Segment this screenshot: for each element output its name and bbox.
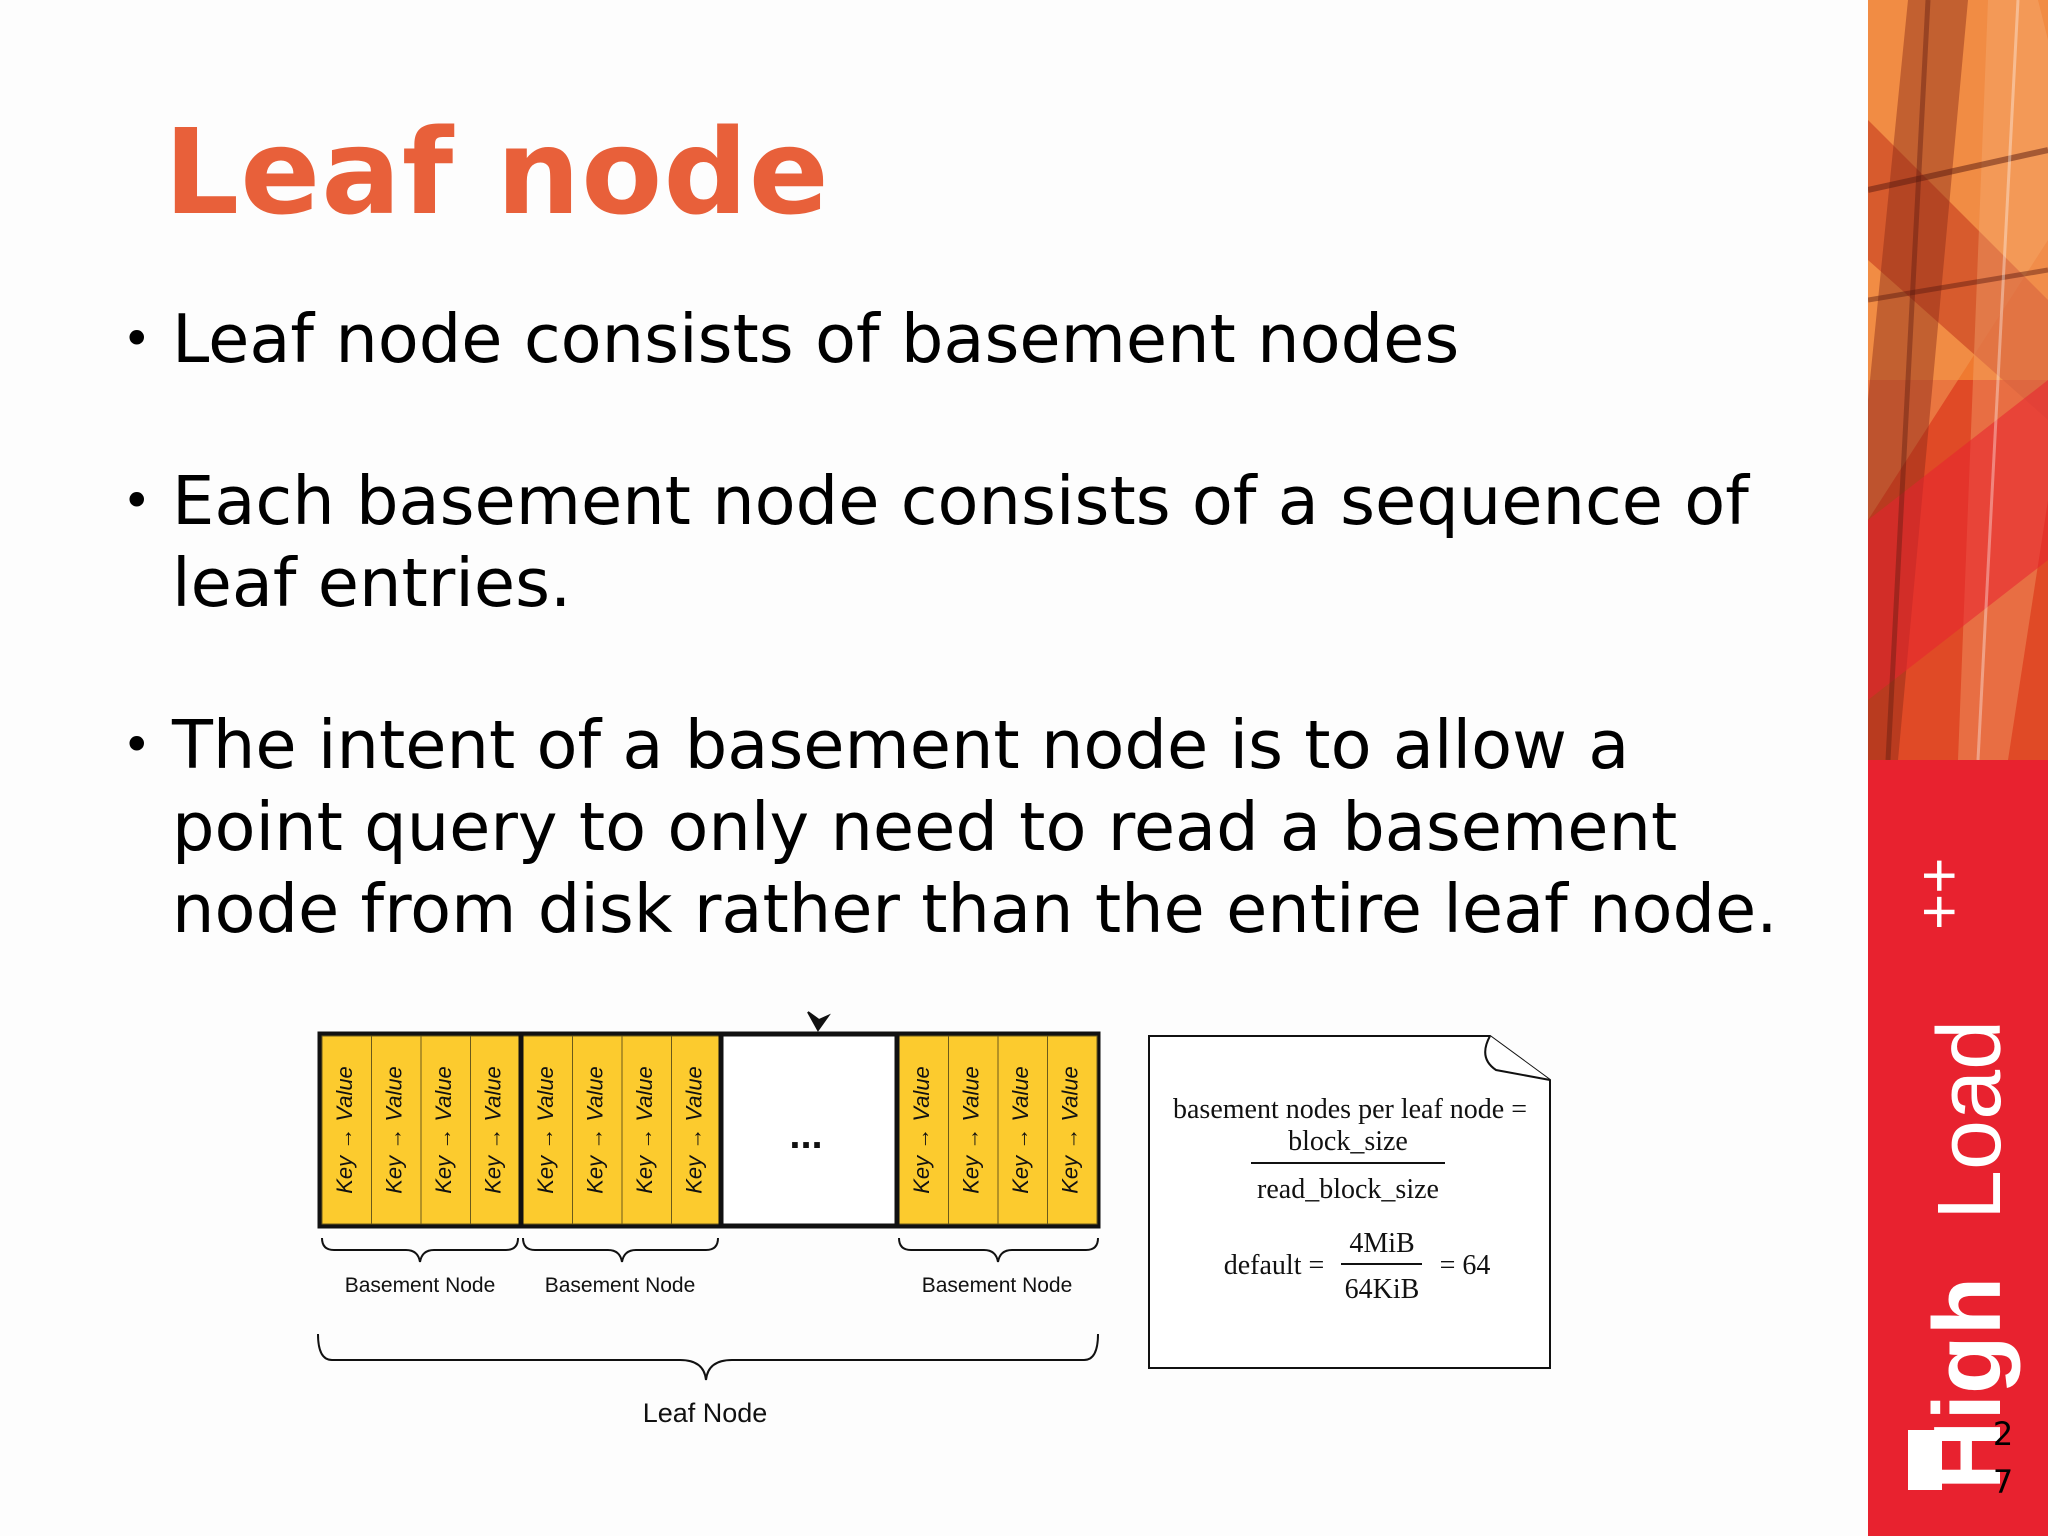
bullet-line: node from disk rather than the entire le… (172, 870, 1778, 948)
leaf-entry-label: Key → Value (1008, 1066, 1033, 1194)
brand-logo-icon (1908, 1430, 1942, 1490)
bullet-line: The intent of a basement node is to allo… (172, 706, 1630, 784)
default-numerator: 4MiB (1349, 1228, 1414, 1259)
basement-brace (321, 1237, 519, 1263)
leaf-node-diagram: Key → Value Key → Value Key → Value Key → V… (317, 1011, 1551, 1428)
bullet-line: point query to only need to read a basem… (172, 788, 1678, 866)
leaf-entry-cell (621, 1035, 672, 1225)
formula-numerator: block_size (1288, 1126, 1408, 1157)
leaf-entry-label: Key → Value (382, 1066, 407, 1194)
basement-node-label: Basement Node (922, 1274, 1073, 1297)
leaf-entry-cell (420, 1035, 471, 1225)
leaf-entry-label: Key → Value (909, 1066, 934, 1194)
brand-artwork: High Load ++ (1868, 0, 2048, 1536)
brand-banner: High Load ++ (1868, 0, 2048, 1536)
leaf-entry-label: Key → Value (533, 1066, 558, 1194)
cursor-icon (807, 1011, 831, 1032)
leaf-entry-label: Key → Value (632, 1066, 657, 1194)
leaf-entry-label: Key → Value (682, 1066, 707, 1194)
leaf-entry-label: Key → Value (583, 1066, 608, 1194)
bullet-item: • Leaf node consists of basement nodes (122, 298, 1822, 380)
bullet-item: • The intent of a basement node is to al… (122, 704, 1822, 950)
leaf-entry-cell (470, 1035, 521, 1225)
bullet-dot-icon: • (122, 310, 152, 368)
bullet-item: • Each basement node consists of a seque… (122, 460, 1822, 624)
leaf-entry-cell (371, 1035, 422, 1225)
leaf-entry-label: Key → Value (481, 1066, 506, 1194)
default-prefix: default = (1224, 1250, 1325, 1281)
bullet-line: Leaf node consists of basement nodes (172, 300, 1460, 378)
bullet-list: • Leaf node consists of basement nodes •… (122, 298, 1822, 1030)
leaf-entry-cell (321, 1035, 372, 1225)
leaf-entry-cell (1047, 1035, 1098, 1225)
leaf-node-label: Leaf Node (643, 1398, 768, 1428)
leaf-entry-cell (671, 1035, 722, 1225)
leaf-brace (317, 1333, 1099, 1381)
basement-brace (898, 1237, 1099, 1263)
brand-plus-text: ++ (1905, 858, 1974, 930)
note-fold-icon (1484, 1035, 1551, 1081)
leaf-entry-label: Key → Value (332, 1066, 357, 1194)
page-number: 2 7 (1992, 1415, 2014, 1501)
leaf-entry-cell (522, 1035, 573, 1225)
formula-note-box (1148, 1035, 1551, 1369)
formula-lhs: basement nodes per leaf node = (1173, 1094, 1527, 1125)
leaf-entry-cell (572, 1035, 623, 1225)
brand-load-text: Load (1920, 1020, 2020, 1220)
basement-node-label: Basement Node (345, 1274, 496, 1297)
leaf-entry-cell (898, 1035, 949, 1225)
default-denominator: 64KiB (1345, 1274, 1420, 1305)
ellipsis-label: ... (789, 1113, 822, 1157)
bullet-line: Each basement node consists of a sequenc… (172, 462, 1749, 540)
slide-title: Leaf node (164, 103, 830, 241)
leaf-entry-label: Key → Value (959, 1066, 984, 1194)
leaf-entry-label: Key → Value (431, 1066, 456, 1194)
formula-denominator: read_block_size (1257, 1174, 1439, 1205)
basement-node-label: Basement Node (545, 1274, 696, 1297)
basement-brace (522, 1237, 719, 1263)
bullet-dot-icon: • (122, 716, 152, 774)
leaf-entry-label: Key → Value (1058, 1066, 1083, 1194)
leaf-entry-cell (997, 1035, 1048, 1225)
bullet-line: leaf entries. (172, 544, 572, 622)
default-result: = 64 (1440, 1250, 1491, 1281)
bullet-dot-icon: • (122, 472, 152, 530)
